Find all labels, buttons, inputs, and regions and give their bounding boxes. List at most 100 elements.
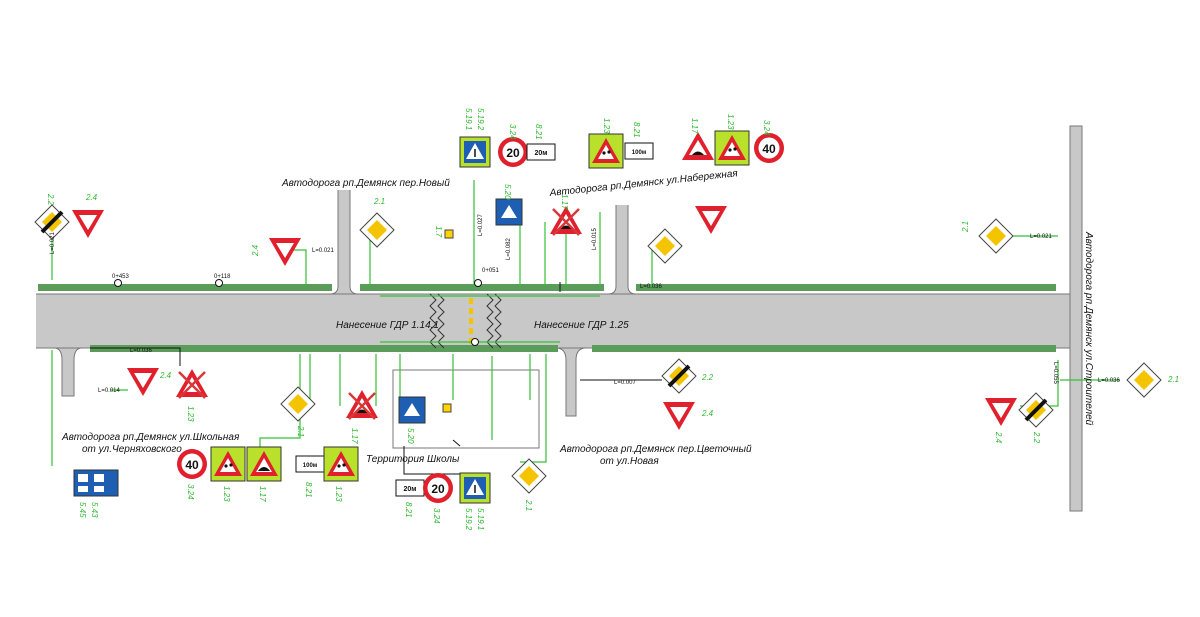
yield-sign-novy (269, 238, 301, 266)
code-22-bottom-right: 2.2 (1032, 431, 1041, 444)
plate-20m-top-text: 20м (535, 150, 548, 157)
dist-12: L=0.036 (640, 284, 663, 290)
dist-6: L=0.021 (1030, 234, 1053, 240)
school-territory (392, 369, 540, 449)
signs-layer (33, 130, 1162, 504)
speed-40-bottom: 40 (185, 458, 199, 472)
sidewalk-top-right (636, 284, 1056, 291)
bump-sign-bottom-left (246, 446, 282, 482)
sidewalk-top-left (38, 284, 332, 291)
light-sign-top (444, 229, 454, 239)
code-520-bottom: 5.20 (406, 428, 415, 444)
sidewalk-bottom-right (592, 345, 1056, 352)
sidewalk-top-mid (360, 284, 604, 291)
road-stroiteley (1069, 125, 1083, 512)
label-gdr-114: Нанесение ГДР 1.14.1 (336, 320, 439, 331)
code-24-bottom-left: 2.4 (159, 371, 172, 380)
code-24-tsvetochny: 2.4 (701, 409, 714, 418)
road-network (36, 125, 1083, 512)
code-821-bottom-left: 8.21 (304, 482, 313, 498)
code-520-top: 5.20 (503, 184, 512, 200)
code-324-bottom-left: 3.24 (186, 484, 195, 500)
children-sign-bottom-left (210, 446, 246, 482)
code-5192-top: 5.19.2 (476, 108, 485, 131)
dist-8: L=0.036 (1098, 378, 1121, 384)
code-117-top-right: 1.17 (690, 118, 699, 134)
code-821-top-right: 8.21 (632, 122, 641, 138)
children-sign-top (588, 133, 624, 169)
main-road (36, 294, 1070, 348)
code-24-novy: 2.4 (251, 244, 260, 257)
yield-sign-tsvetochny (663, 402, 695, 430)
code-5191-bottom: 5.19.1 (476, 508, 485, 530)
blue-520-sign-bottom (398, 396, 426, 424)
blue-520-sign-top (495, 198, 523, 226)
code-22-left: 2.2 (46, 193, 55, 206)
code-21-right: 2.1 (961, 221, 970, 233)
chainage-0118: 0+118 (214, 274, 231, 280)
code-21-stroiteley: 2.1 (1167, 375, 1179, 384)
dist-5: L=0.007 (614, 380, 637, 386)
code-123-bottom-left: 1.23 (186, 406, 195, 422)
road-novy (329, 190, 359, 295)
dist-4: L=0.014 (98, 388, 121, 394)
dist-3: L=0.036 (130, 348, 153, 354)
code-177-top: 1.7 (434, 226, 443, 238)
dist-11: L=0.015 (592, 227, 598, 250)
crosswalk-marking (469, 298, 473, 344)
information-sign-545 (73, 469, 119, 497)
label-stroiteley: Автодорога рп.Демянск ул.Строителей (1083, 231, 1094, 426)
end-main-road-sign-bottom-right (1017, 391, 1055, 429)
end-main-road-sign-tsvetochny (660, 357, 698, 395)
yield-sign-left (72, 210, 104, 238)
crossing-sign-bottom (459, 472, 491, 504)
code-5191-top: 5.19.1 (464, 108, 473, 130)
label-shkolnaya-2: от ул.Черняховского (82, 444, 182, 455)
chainage-0051: 0+051 (482, 268, 500, 274)
distance-labels: 0+453 0+118 0+051 L=0.021 L=0.021 L=0.03… (50, 213, 1121, 394)
children-sign-top-right (714, 130, 750, 166)
code-324-top: 3.24 (508, 124, 517, 140)
code-545: 5.45 (78, 502, 87, 518)
label-tsvetochny-2: от ул.Новая (600, 456, 659, 467)
speed-20-bottom: 20 (431, 482, 445, 496)
zigzag-marking-right (486, 293, 502, 349)
code-324-top-right: 3.24 (762, 120, 771, 136)
crossing-sign-top (459, 136, 491, 168)
code-123-top: 1.23 (602, 118, 611, 134)
code-821-top: 8.21 (534, 124, 543, 140)
road-naberezhnaya (607, 205, 637, 295)
code-117-bottom-mid: 1.17 (350, 428, 359, 444)
code-21-bottom-mid: 2.1 (296, 425, 305, 437)
code-117-top: 1.17 (560, 194, 569, 210)
main-road-sign-novy (359, 212, 395, 248)
code-123-bottom-left-2: 1.23 (222, 486, 231, 502)
speed-40-top: 40 (762, 142, 776, 156)
chainage-markers (114, 279, 482, 346)
yield-sign-bottom-left (127, 368, 159, 396)
code-543: 5.43 (90, 502, 99, 518)
light-sign-bottom (442, 403, 452, 413)
code-24-bottom-right: 2.4 (994, 431, 1003, 444)
zigzag-marking-left (429, 293, 445, 349)
dist-7: L=0.055 (1052, 362, 1058, 385)
distance-leaders (90, 282, 662, 475)
code-21-novy: 2.1 (373, 197, 385, 206)
label-novy: Автодорога рп.Демянск пер.Новый (281, 178, 450, 189)
children-sign-bottom-mid (323, 446, 359, 482)
code-324-bottom: 3.24 (432, 508, 441, 524)
label-tsvetochny-1: Автодорога рп.Демянск пер.Цветочный (559, 444, 752, 455)
road-shkolnaya (53, 347, 83, 397)
code-117-bottom-left: 1.17 (258, 486, 267, 502)
road-tsvetochny (555, 347, 587, 417)
main-road-sign-naberezhnaya (647, 228, 683, 264)
code-22-tsvetochny: 2.2 (701, 373, 714, 382)
dist-9: L=0.027 (478, 213, 484, 236)
plate-100m-bottom-text: 100м (303, 463, 318, 469)
code-24-left: 2.4 (85, 193, 98, 202)
sidewalk-bottom-left (90, 345, 558, 352)
yield-sign-naberezhnaya (695, 206, 727, 234)
bump-sign-top-right (682, 132, 714, 160)
main-road-sign-right-top (978, 218, 1014, 254)
code-21-bottom-right: 2.1 (524, 499, 533, 511)
